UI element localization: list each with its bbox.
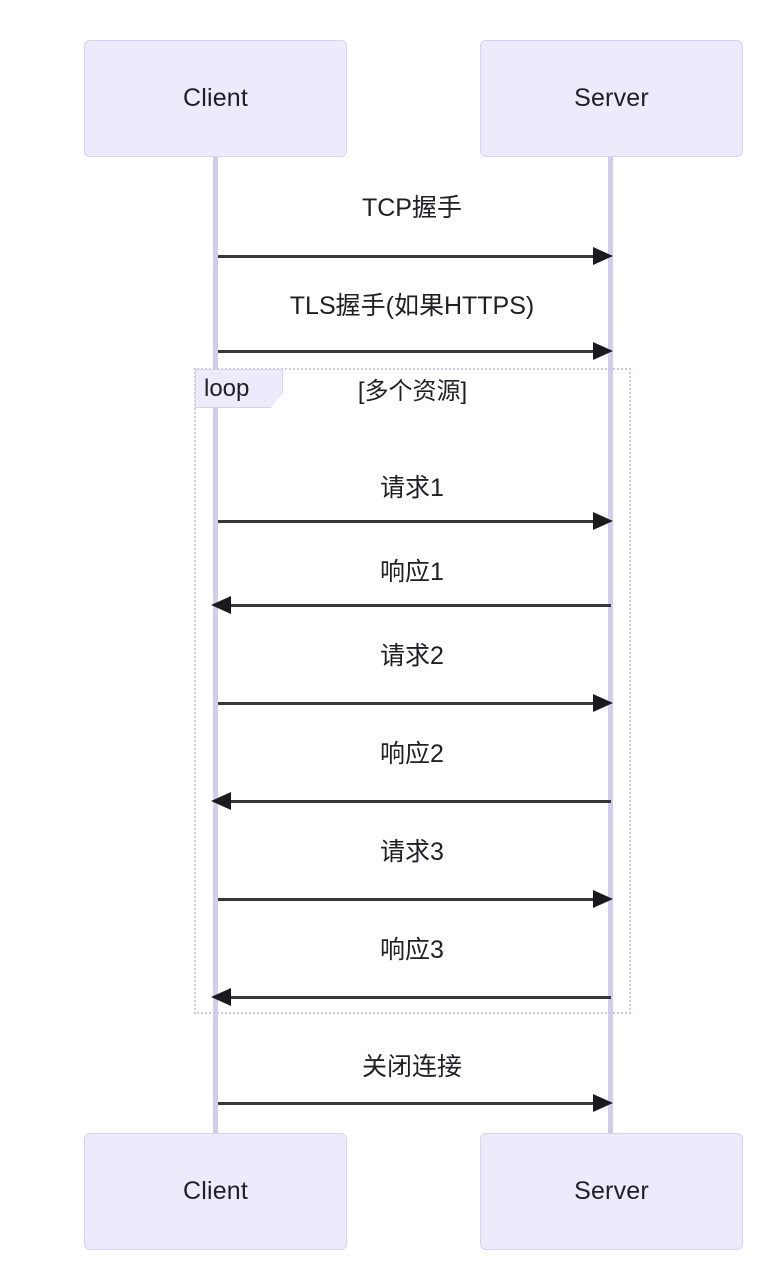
message-line-3	[218, 520, 608, 523]
participant-box-client-top[interactable]: Client	[84, 40, 347, 157]
loop-condition-label: [多个资源]	[357, 378, 468, 405]
participant-box-server-top[interactable]: Server	[480, 40, 743, 157]
message-line-7	[218, 898, 608, 901]
message-line-4	[221, 604, 611, 607]
message-label-8: 响应3	[380, 936, 444, 964]
participant-label-client-bottom: Client	[182, 1177, 249, 1205]
arrowhead-left-icon-4	[211, 595, 231, 614]
arrowhead-right-icon-9	[593, 1093, 613, 1112]
lifeline-client	[213, 157, 218, 1133]
message-line-5	[218, 702, 608, 705]
arrowhead-right-icon-3	[593, 511, 613, 530]
message-label-9: 关闭连接	[361, 1053, 462, 1081]
message-label-6: 响应2	[380, 740, 444, 768]
arrowhead-right-icon-2	[593, 341, 613, 360]
message-label-7: 请求3	[380, 838, 444, 866]
participant-label-client-top: Client	[182, 84, 249, 112]
arrowhead-right-icon-5	[593, 693, 613, 712]
arrowhead-left-icon-8	[211, 987, 231, 1006]
participant-box-server-bottom[interactable]: Server	[480, 1133, 743, 1250]
message-line-6	[221, 800, 611, 803]
arrowhead-right-icon-7	[593, 889, 613, 908]
message-line-2	[218, 350, 608, 353]
message-line-9	[218, 1102, 608, 1105]
participant-label-server-top: Server	[574, 84, 649, 112]
message-line-8	[221, 996, 611, 999]
participant-box-client-bottom[interactable]: Client	[84, 1133, 347, 1250]
message-line-1	[218, 255, 608, 258]
message-label-1: TCP握手	[361, 194, 462, 222]
participant-label-server-bottom: Server	[574, 1177, 649, 1205]
loop-keyword-label: loop	[204, 375, 250, 402]
loop-fragment-box	[194, 368, 631, 1014]
loop-label-tab	[195, 369, 283, 408]
lifeline-server	[608, 157, 613, 1133]
message-label-4: 响应1	[380, 558, 444, 586]
arrowhead-left-icon-6	[211, 791, 231, 810]
message-label-3: 请求1	[380, 474, 444, 502]
arrowhead-right-icon-1	[593, 246, 613, 265]
message-label-5: 请求2	[380, 642, 444, 670]
message-label-2: TLS握手(如果HTTPS)	[289, 292, 535, 320]
